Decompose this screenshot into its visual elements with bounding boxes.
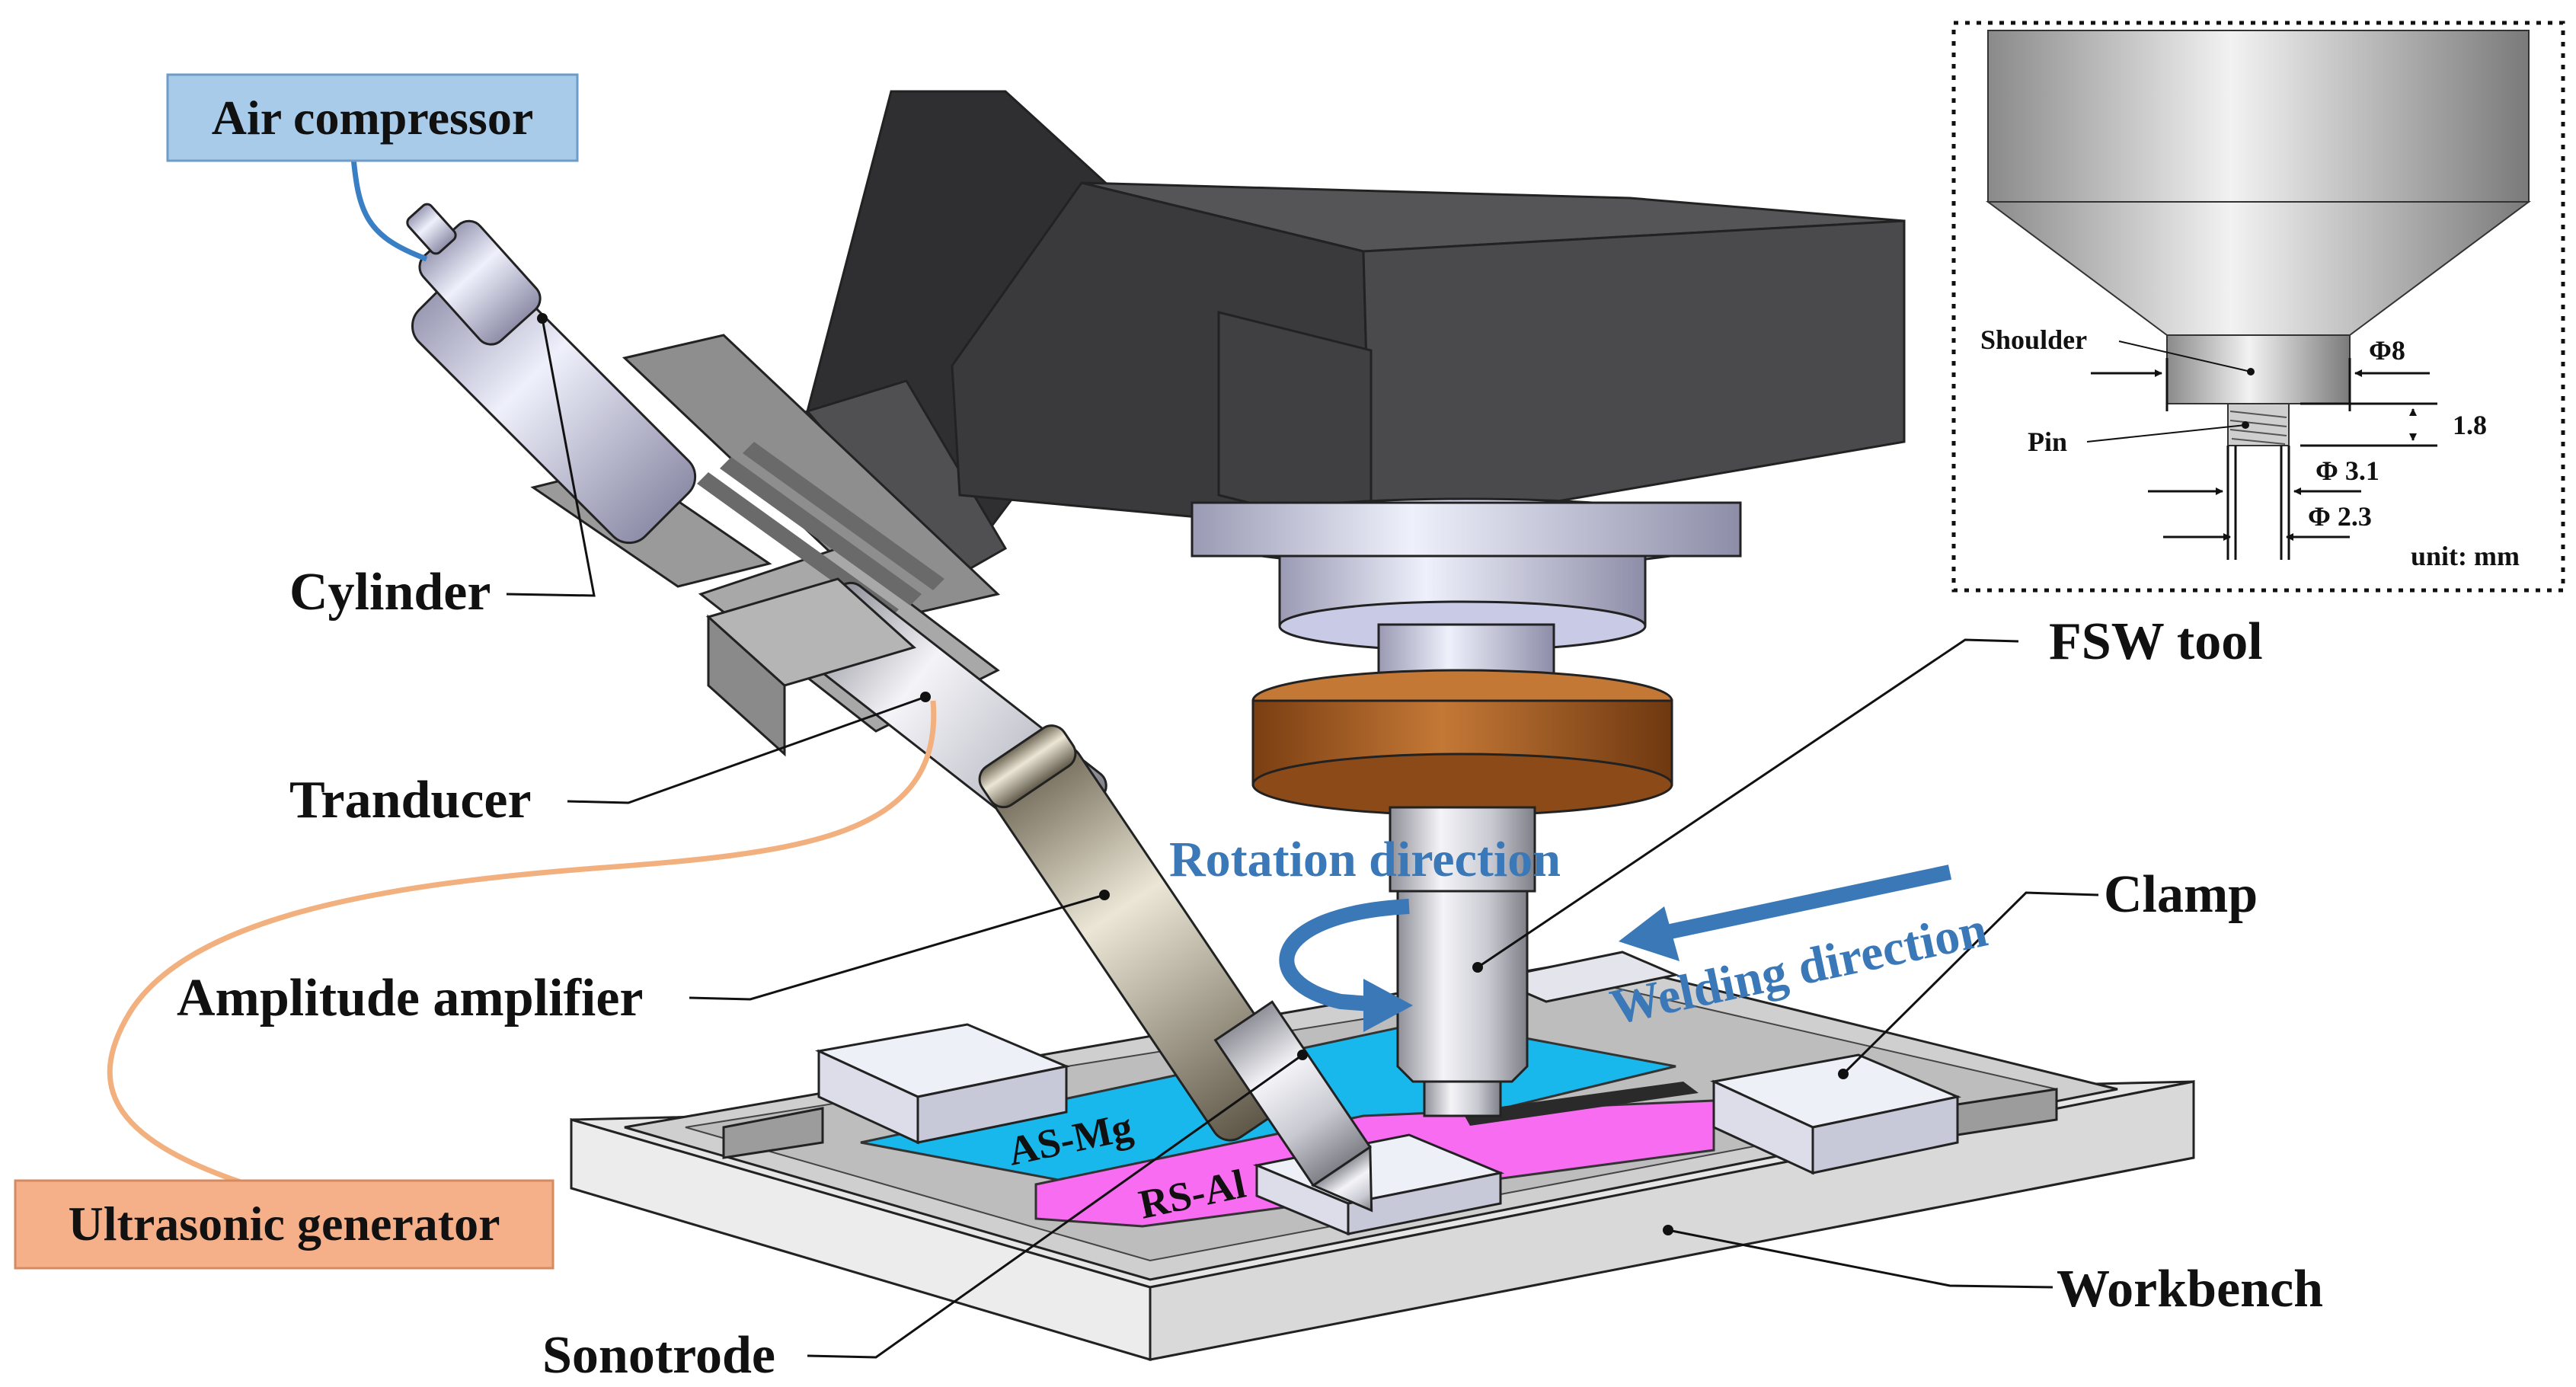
- inset-pin-length-label: 1.8: [2453, 410, 2487, 440]
- clamp-label: Clamp: [2104, 865, 2258, 924]
- ultrasonic-generator-label: Ultrasonic generator: [69, 1197, 500, 1251]
- rotation-arrow-icon: [1279, 899, 1413, 1032]
- weld-seam: [1462, 1082, 1699, 1126]
- inset-pin-tip-diameter-label: Φ 2.3: [2308, 501, 2372, 532]
- air-compressor-box: Air compressor: [166, 73, 579, 162]
- air-hose: [350, 149, 428, 262]
- inset-pin-root-diameter-label: Φ 3.1: [2316, 455, 2379, 486]
- ultrasonic-generator-box: Ultrasonic generator: [14, 1179, 555, 1270]
- workbench-label: Workbench: [2057, 1260, 2323, 1318]
- ultrasonic-assembly: [406, 203, 1373, 1213]
- rotation-direction-label: Rotation direction: [1169, 832, 1561, 887]
- inset-shoulder: [2166, 334, 2351, 404]
- amplitude-amplifier-label: Amplitude amplifier: [177, 969, 643, 1027]
- air-compressor-label: Air compressor: [212, 91, 533, 145]
- fsw-tool-label: FSW tool: [2049, 612, 2263, 671]
- fsw-tool-body: [1396, 890, 1529, 1083]
- sonotrode-label: Sonotrode: [542, 1326, 775, 1385]
- inset-shoulder-label: Shoulder: [1980, 324, 2087, 355]
- clamps: [722, 951, 2058, 1236]
- ultrasonic-cable: [107, 700, 937, 1191]
- welding-direction-arrow-icon: [1619, 864, 1952, 961]
- cylinder-label: Cylinder: [289, 563, 491, 622]
- tool-geometry-inset: Shoulder Pin Φ8 1.8 Φ 3.1 Φ 2.3 unit: mm: [1951, 21, 2565, 593]
- tranducer-label: Tranducer: [289, 771, 532, 829]
- inset-pin-label: Pin: [2028, 427, 2067, 457]
- inset-shoulder-diameter-label: Φ8: [2369, 335, 2405, 366]
- inset-unit-label: unit: mm: [2411, 541, 2520, 571]
- machine-head: [805, 90, 1906, 1117]
- callout-leaders: [506, 313, 2099, 1359]
